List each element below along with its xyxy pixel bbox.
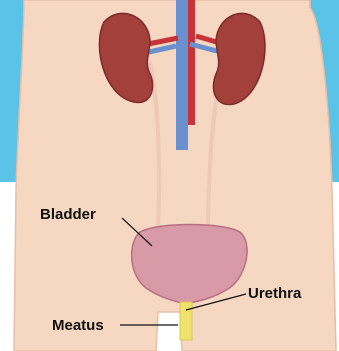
bladder-label: Bladder	[40, 206, 96, 223]
meatus-label: Meatus	[52, 317, 104, 334]
urethra	[180, 302, 192, 340]
urethra-label: Urethra	[248, 285, 302, 302]
